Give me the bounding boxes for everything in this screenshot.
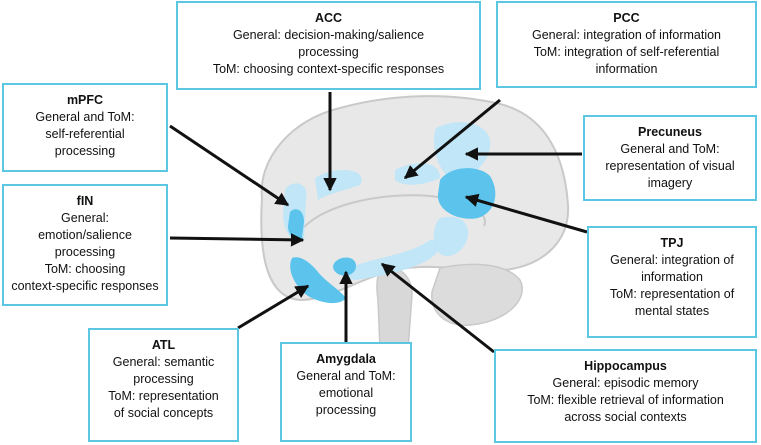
acc-line-3: ToM: choosing context-specific responses — [212, 62, 445, 76]
mpfc-line-2: self-referential — [45, 127, 125, 141]
precuneus-title: Precuneus — [638, 125, 702, 139]
fin-arrow — [169, 233, 305, 247]
cerebrum — [260, 95, 570, 302]
fin-line-1: General: — [61, 211, 109, 225]
tpj-line-4: mental states — [634, 304, 710, 318]
acc-label-box: ACC General: decision-making/salience pr… — [176, 1, 481, 90]
atl-label-box: ATL General: semantic processing ToM: re… — [88, 328, 239, 442]
hippocampus-title: Hippocampus — [584, 359, 667, 373]
amygdala-label-box: Amygdala General and ToM: emotional proc… — [280, 342, 412, 442]
mpfc-arrow — [169, 124, 290, 207]
tpj-region — [433, 216, 469, 256]
tpj-title: TPJ — [660, 236, 684, 250]
amygdala-line-1: General and ToM: — [296, 369, 396, 383]
acc-title: ACC — [314, 11, 343, 25]
hippocampus-region — [346, 239, 439, 280]
mpfc-label-box: mPFC General and ToM: self-referential p… — [2, 83, 168, 172]
pcc-label-box: PCC General: integration of information … — [496, 1, 757, 88]
mpfc-line-1: General and ToM: — [35, 110, 135, 124]
precuneus-line-3: imagery — [647, 176, 693, 190]
amygdala-line-3: processing — [315, 403, 377, 417]
hippocampus-line-1: General: episodic memory — [552, 376, 699, 390]
cerebellum — [431, 263, 523, 326]
hippocampus-line-3: across social contexts — [564, 410, 687, 424]
precuneus-core — [437, 168, 496, 219]
tpj-line-1: General: integration of — [610, 253, 734, 267]
amygdala-title: Amygdala — [316, 352, 376, 366]
fin-label-box: fIN General: emotion/salience processing… — [2, 184, 168, 306]
pcc-title: PCC — [613, 11, 640, 25]
pcc-line-1: General: integration of information — [532, 28, 721, 42]
fin-line-5: context-specific responses — [11, 279, 159, 293]
precuneus-line-1: General and ToM: — [620, 142, 720, 156]
tpj-label-box: TPJ General: integration of information … — [587, 226, 757, 338]
fin-line-3: processing — [54, 245, 116, 259]
fin-line-4: ToM: choosing — [44, 262, 126, 276]
hippocampus-arrow — [380, 262, 495, 354]
atl-line-1: General: semantic — [112, 355, 215, 369]
hippocampus-label-box: Hippocampus General: episodic memory ToM… — [494, 349, 757, 443]
acc-line-1: General: decision-making/salience — [232, 28, 425, 42]
pcc-line-3: information — [595, 62, 658, 76]
mpfc-line-3: processing — [54, 144, 116, 158]
precuneus-region — [433, 122, 491, 178]
mpfc-title: mPFC — [66, 93, 104, 107]
amygdala-line-2: emotional — [318, 386, 374, 400]
fin-region — [288, 209, 304, 240]
pcc-arrow — [403, 98, 501, 180]
brain-illustration — [260, 95, 570, 365]
precuneus-label-box: Precuneus General and ToM: representatio… — [583, 115, 757, 201]
hippocampus-line-2: ToM: flexible retrieval of information — [527, 393, 724, 407]
atl-line-2: processing — [133, 372, 194, 386]
fin-title: fIN — [76, 194, 94, 208]
acc-line-2: processing — [298, 45, 359, 59]
atl-line-4: of social concepts — [113, 406, 214, 420]
atl-title: ATL — [151, 338, 176, 352]
fin-line-2: emotion/salience — [38, 228, 132, 242]
precuneus-line-2: representation of visual — [605, 159, 735, 173]
connector-arrows — [169, 92, 588, 354]
pcc-line-2: ToM: integration of self-referential — [533, 45, 720, 59]
atl-line-3: ToM: representation — [108, 389, 219, 403]
tpj-arrow — [464, 193, 588, 234]
tpj-line-2: information — [641, 270, 703, 284]
tpj-line-3: ToM: representation of — [609, 287, 735, 301]
atl-arrow — [237, 284, 310, 330]
acc-region — [315, 169, 362, 200]
